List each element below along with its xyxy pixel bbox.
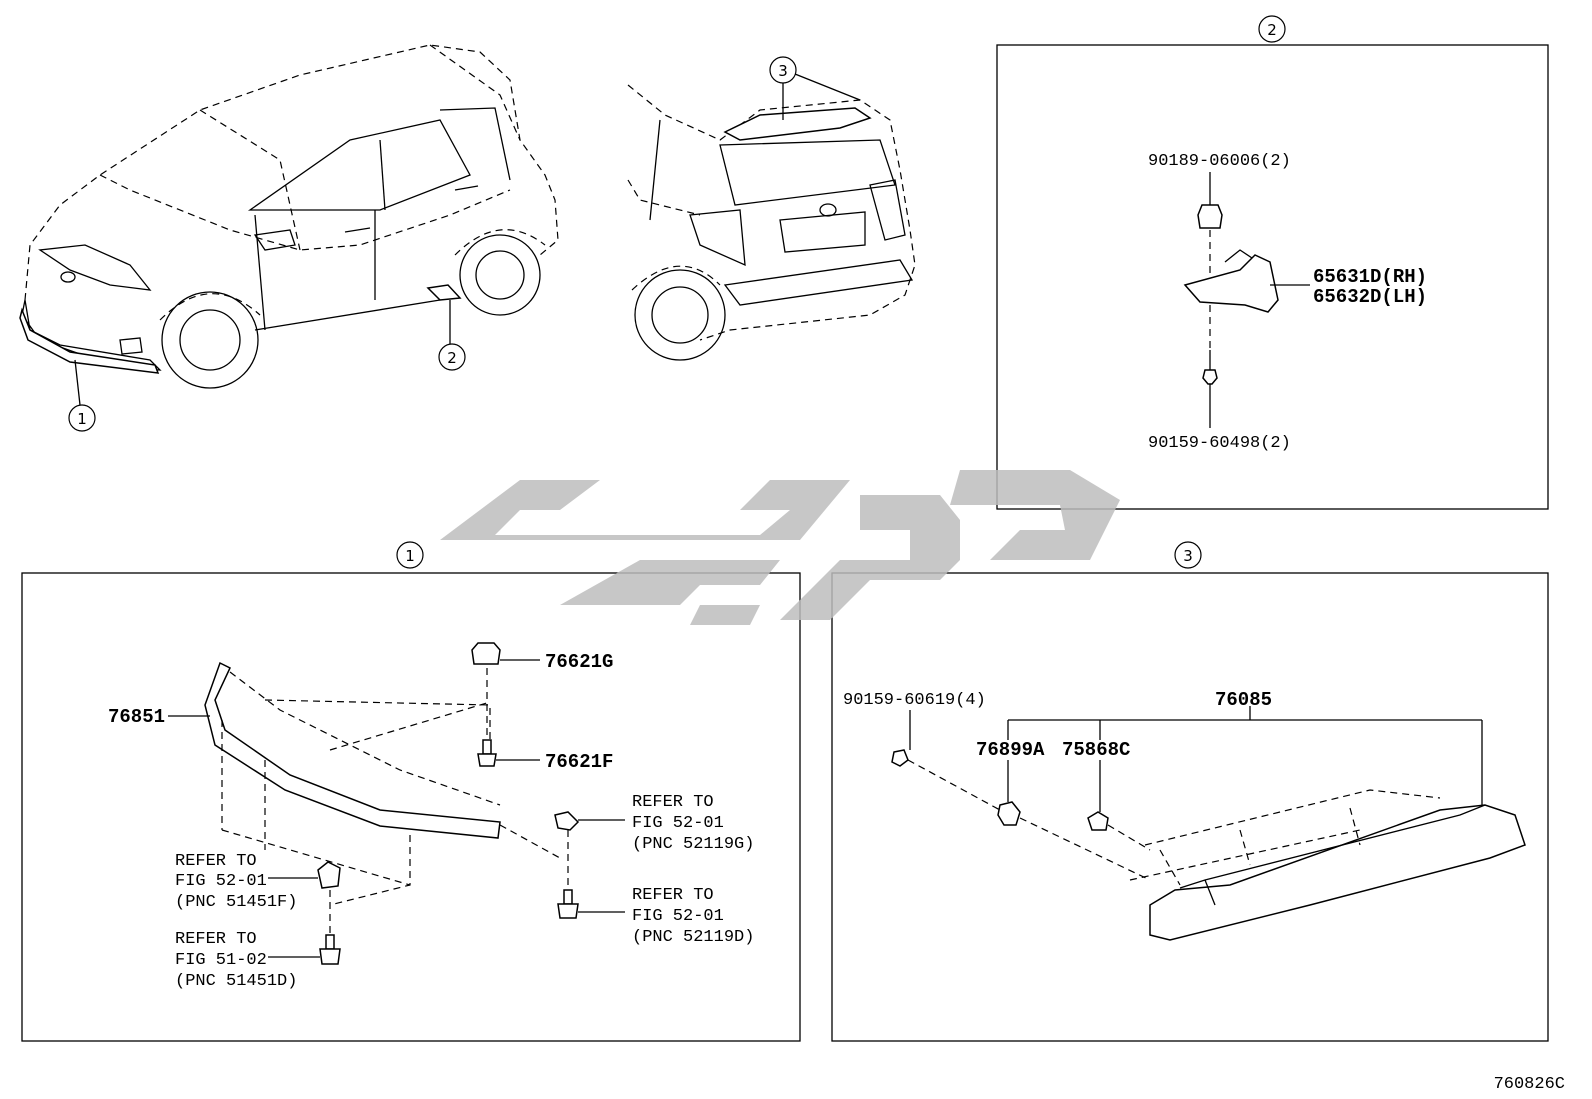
svg-text:REFER TO: REFER TO — [175, 930, 257, 949]
part-label-90189-06006: 90189-06006(2) — [1148, 152, 1291, 171]
callout-1-panel: 1 — [396, 541, 424, 569]
callout-2-panel: 2 — [1258, 15, 1286, 43]
callout-1-car: 1 — [68, 404, 96, 432]
reference-note-51451d: REFER TO FIG 51-02 (PNC 51451D) — [175, 930, 297, 991]
svg-text:FIG 52-01: FIG 52-01 — [632, 907, 724, 926]
svg-text:(PNC 51451D): (PNC 51451D) — [175, 972, 297, 991]
panel-2-frame — [996, 44, 1549, 510]
svg-text:(PNC 51451F): (PNC 51451F) — [175, 893, 297, 912]
car-front-view — [19, 44, 559, 406]
callout-3-panel: 3 — [1174, 541, 1202, 569]
svg-text:2: 2 — [447, 349, 457, 367]
part-label-65632d: 65632D(LH) — [1313, 286, 1427, 308]
panel-3-parts — [891, 706, 1526, 941]
panel-1-frame — [21, 572, 801, 1042]
part-label-76899a: 76899A — [976, 739, 1045, 761]
svg-text:(PNC 52119D): (PNC 52119D) — [632, 928, 754, 947]
svg-text:FIG 52-01: FIG 52-01 — [175, 872, 267, 891]
svg-text:3: 3 — [778, 62, 788, 80]
part-label-90159-60498: 90159-60498(2) — [1148, 434, 1291, 453]
part-label-75868c: 75868C — [1062, 739, 1130, 761]
part-label-76851: 76851 — [108, 706, 165, 728]
callout-2-car: 2 — [438, 343, 466, 371]
part-label-76621g: 76621G — [545, 651, 613, 673]
part-label-76085: 76085 — [1215, 689, 1272, 711]
part-label-90159-60619: 90159-60619(4) — [843, 691, 986, 710]
svg-text:FIG 52-01: FIG 52-01 — [632, 814, 724, 833]
car-rear-view — [627, 73, 916, 361]
svg-text:REFER TO: REFER TO — [175, 852, 257, 871]
svg-text:(PNC 52119G): (PNC 52119G) — [632, 835, 754, 854]
part-label-76621f: 76621F — [545, 751, 613, 773]
reference-note-52119g: REFER TO FIG 52-01 (PNC 52119G) — [632, 793, 754, 854]
svg-text:FIG 51-02: FIG 51-02 — [175, 951, 267, 970]
svg-text:REFER TO: REFER TO — [632, 886, 714, 905]
svg-text:1: 1 — [405, 547, 415, 565]
panel-2-parts — [1183, 172, 1310, 428]
reference-note-51451f: REFER TO FIG 52-01 (PNC 51451F) — [175, 852, 297, 912]
svg-text:3: 3 — [1183, 547, 1193, 565]
reference-note-52119d: REFER TO FIG 52-01 (PNC 52119D) — [632, 886, 754, 947]
figure-code: 760826C — [1494, 1075, 1565, 1094]
panel-1-parts — [168, 642, 625, 965]
panel-3-frame — [831, 572, 1549, 1042]
svg-text:2: 2 — [1267, 21, 1277, 39]
callout-3-car: 3 — [769, 56, 797, 84]
watermark-logo — [440, 470, 1120, 625]
svg-text:1: 1 — [77, 410, 87, 428]
svg-text:REFER TO: REFER TO — [632, 793, 714, 812]
part-label-65631d: 65631D(RH) — [1313, 266, 1427, 288]
